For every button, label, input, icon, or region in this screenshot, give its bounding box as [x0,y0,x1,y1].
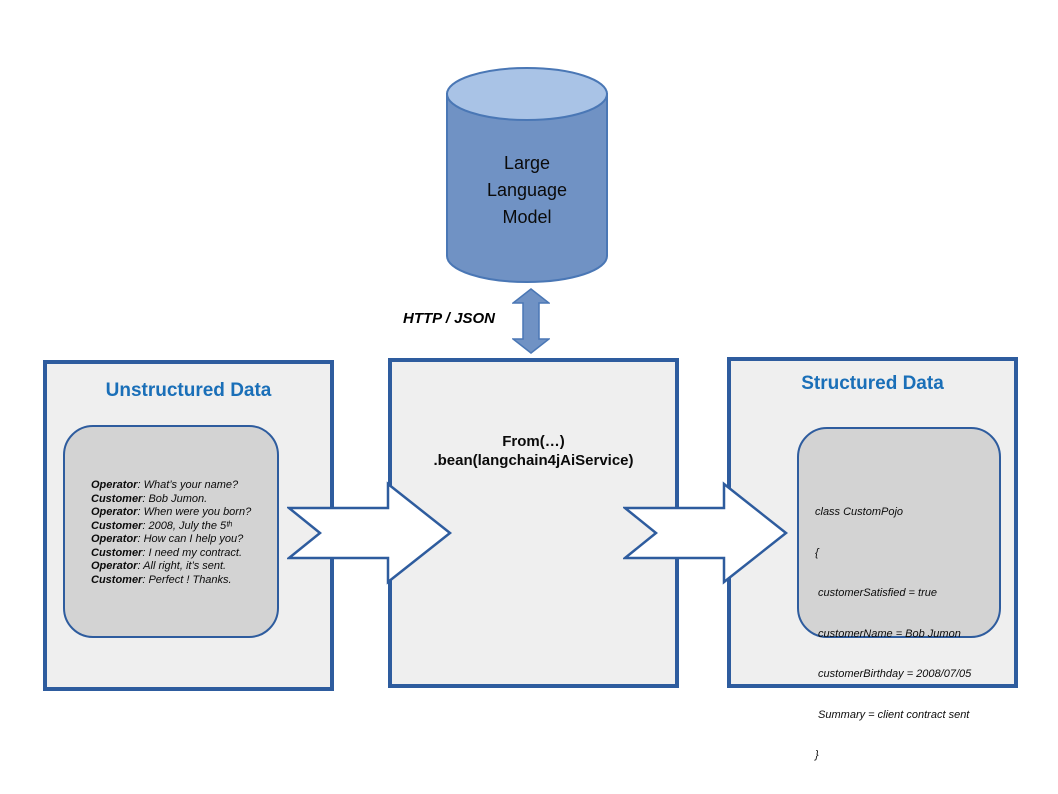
speaker-name: Operator [91,560,138,572]
conversation-text: Operator: What’s your name? Customer: Bo… [91,479,271,587]
llm-cylinder-icon [446,67,608,283]
llm-label: Large Language Model [486,153,568,227]
speaker-name: Customer [91,546,143,559]
conversation-line: Operator: All right, it’s sent. [91,560,271,574]
code-line: } [815,749,819,761]
speaker-text: : Perfect ! Thanks. [142,573,232,586]
speaker-name: Operator [91,506,138,518]
http-json-double-arrow-icon [512,288,550,354]
conversation-line: Operator: How can I help you? [91,533,271,547]
code-line: class CustomPojo [815,506,904,518]
structured-data-title: Structured Data [801,373,944,394]
http-json-label: HTTP / JSON [403,310,495,327]
speaker-text: : Bob Jumon. [142,492,208,505]
flow-arrow-left-icon [287,481,453,585]
speaker-name: Customer [91,573,143,586]
speaker-text: : I need my contract. [142,546,242,559]
conversation-line: Customer: Perfect ! Thanks. [91,574,271,588]
conversation-line: Customer: 2008, July the 5ᵗʰ [91,520,271,534]
cylinder-body [446,93,608,283]
code-line: Summary = client contract sent [815,708,970,721]
speaker-name: Customer [91,519,143,532]
cylinder-top [446,67,608,121]
speaker-text: : When were you born? [137,506,252,518]
conversation-line: Customer: Bob Jumon. [91,493,271,507]
speaker-name: Operator [91,533,138,545]
conversation-line: Customer: I need my contract. [91,547,271,561]
code-line: customerBirthday = 2008/07/05 [815,668,972,680]
speaker-text: : All right, it’s sent. [137,560,227,572]
pojo-code: class CustomPojo { customerSatisfied = t… [815,479,995,790]
speaker-text: : 2008, July the 5ᵗʰ [142,519,232,532]
code-line: customerSatisfied = true [815,587,937,599]
conversation-line: Operator: What’s your name? [91,479,271,493]
pojo-panel: class CustomPojo { customerSatisfied = t… [797,427,1001,761]
speaker-name: Operator [91,479,138,491]
code-line: { [815,546,819,559]
conversation-panel: Operator: What’s your name? Customer: Bo… [63,425,279,638]
pipeline-code: From(…) .bean(langchain4jAiService) [388,432,679,470]
speaker-name: Customer [91,492,143,505]
unstructured-data-title: Unstructured Data [105,380,272,401]
code-line: customerName = Bob Jumon [815,627,961,640]
pipeline-code-line-2: .bean(langchain4jAiService) [433,452,634,469]
conversation-line: Operator: When were you born? [91,506,271,520]
pipeline-code-line-1: From(…) [502,433,565,450]
flow-arrow-right-icon [623,481,789,585]
speaker-text: : What’s your name? [137,479,239,491]
speaker-text: : How can I help you? [137,533,244,545]
